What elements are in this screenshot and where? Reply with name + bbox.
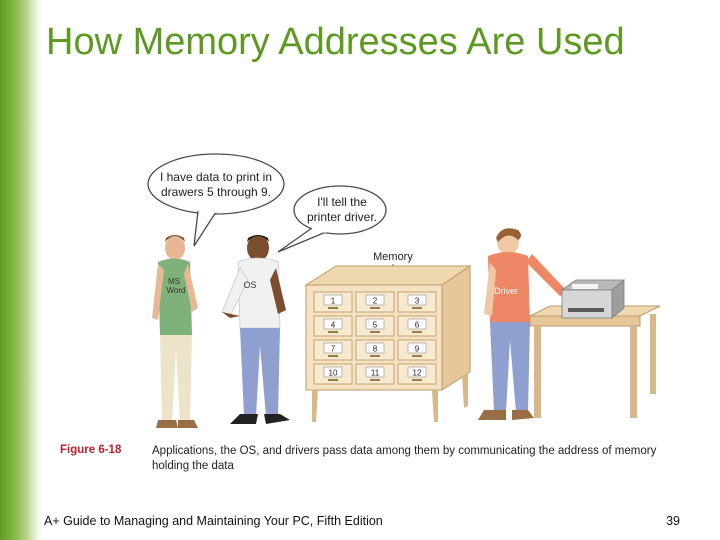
printer-icon [560,279,626,319]
figure-caption-label: Figure 6-18 [60,444,122,456]
memory-drawer: 9 [397,339,437,361]
page-number: 39 [666,514,680,528]
bubble-os-line2: printer driver. [307,210,377,224]
drawer-number: 7 [331,345,336,354]
bubble-msword-line1: I have data to print in [160,170,272,184]
bubble-msword-line2: drawers 5 through 9. [161,185,271,199]
drawer-number: 11 [371,369,380,378]
table [529,305,661,418]
speech-bubble-os: I'll tell the printer driver. [277,185,387,253]
drawer-number: 12 [413,369,422,378]
memory-drawer: 1 [313,291,353,313]
shirt-msword-line1: MS [168,277,180,286]
drawer-number: 3 [415,297,420,306]
memory-drawer: 8 [355,339,395,361]
drawer-number: 10 [329,369,338,378]
memory-drawer: 7 [313,339,353,361]
speech-bubble-msword: I have data to print in drawers 5 throug… [147,153,285,247]
shirt-os-label: OS [243,280,256,290]
memory-label: Memory [373,251,413,263]
person-driver: Driver [478,228,574,420]
drawer-number: 1 [331,297,336,306]
memory-drawer: 10 [313,363,353,385]
drawer-number: 4 [331,321,336,330]
slide-title: How Memory Addresses Are Used [46,21,625,63]
shirt-driver-label: Driver [494,286,518,296]
memory-drawer: 3 [397,291,437,313]
memory-drawer: 12 [397,363,437,385]
figure-caption: Applications, the OS, and drivers pass d… [152,445,657,472]
drawer-number: 8 [373,345,378,354]
memory-drawer: 5 [355,315,395,337]
drawer-number: 2 [373,297,378,306]
shirt-msword-line2: Word [167,286,186,295]
drawer-number: 5 [373,321,378,330]
memory-drawer: 4 [313,315,353,337]
footer-text: A+ Guide to Managing and Maintaining You… [44,514,383,528]
figure-illustration: I have data to print in drawers 5 throug… [147,153,661,428]
memory-drawer: 11 [355,363,395,385]
left-accent-band [0,0,42,540]
drawer-number: 6 [415,321,420,330]
person-msword: MS Word [152,235,198,428]
memory-drawer: 6 [397,315,437,337]
drawer-number: 9 [415,345,420,354]
person-os: OS [221,235,290,424]
memory-drawer: 2 [355,291,395,313]
bubble-os-line1: I'll tell the [317,195,367,209]
